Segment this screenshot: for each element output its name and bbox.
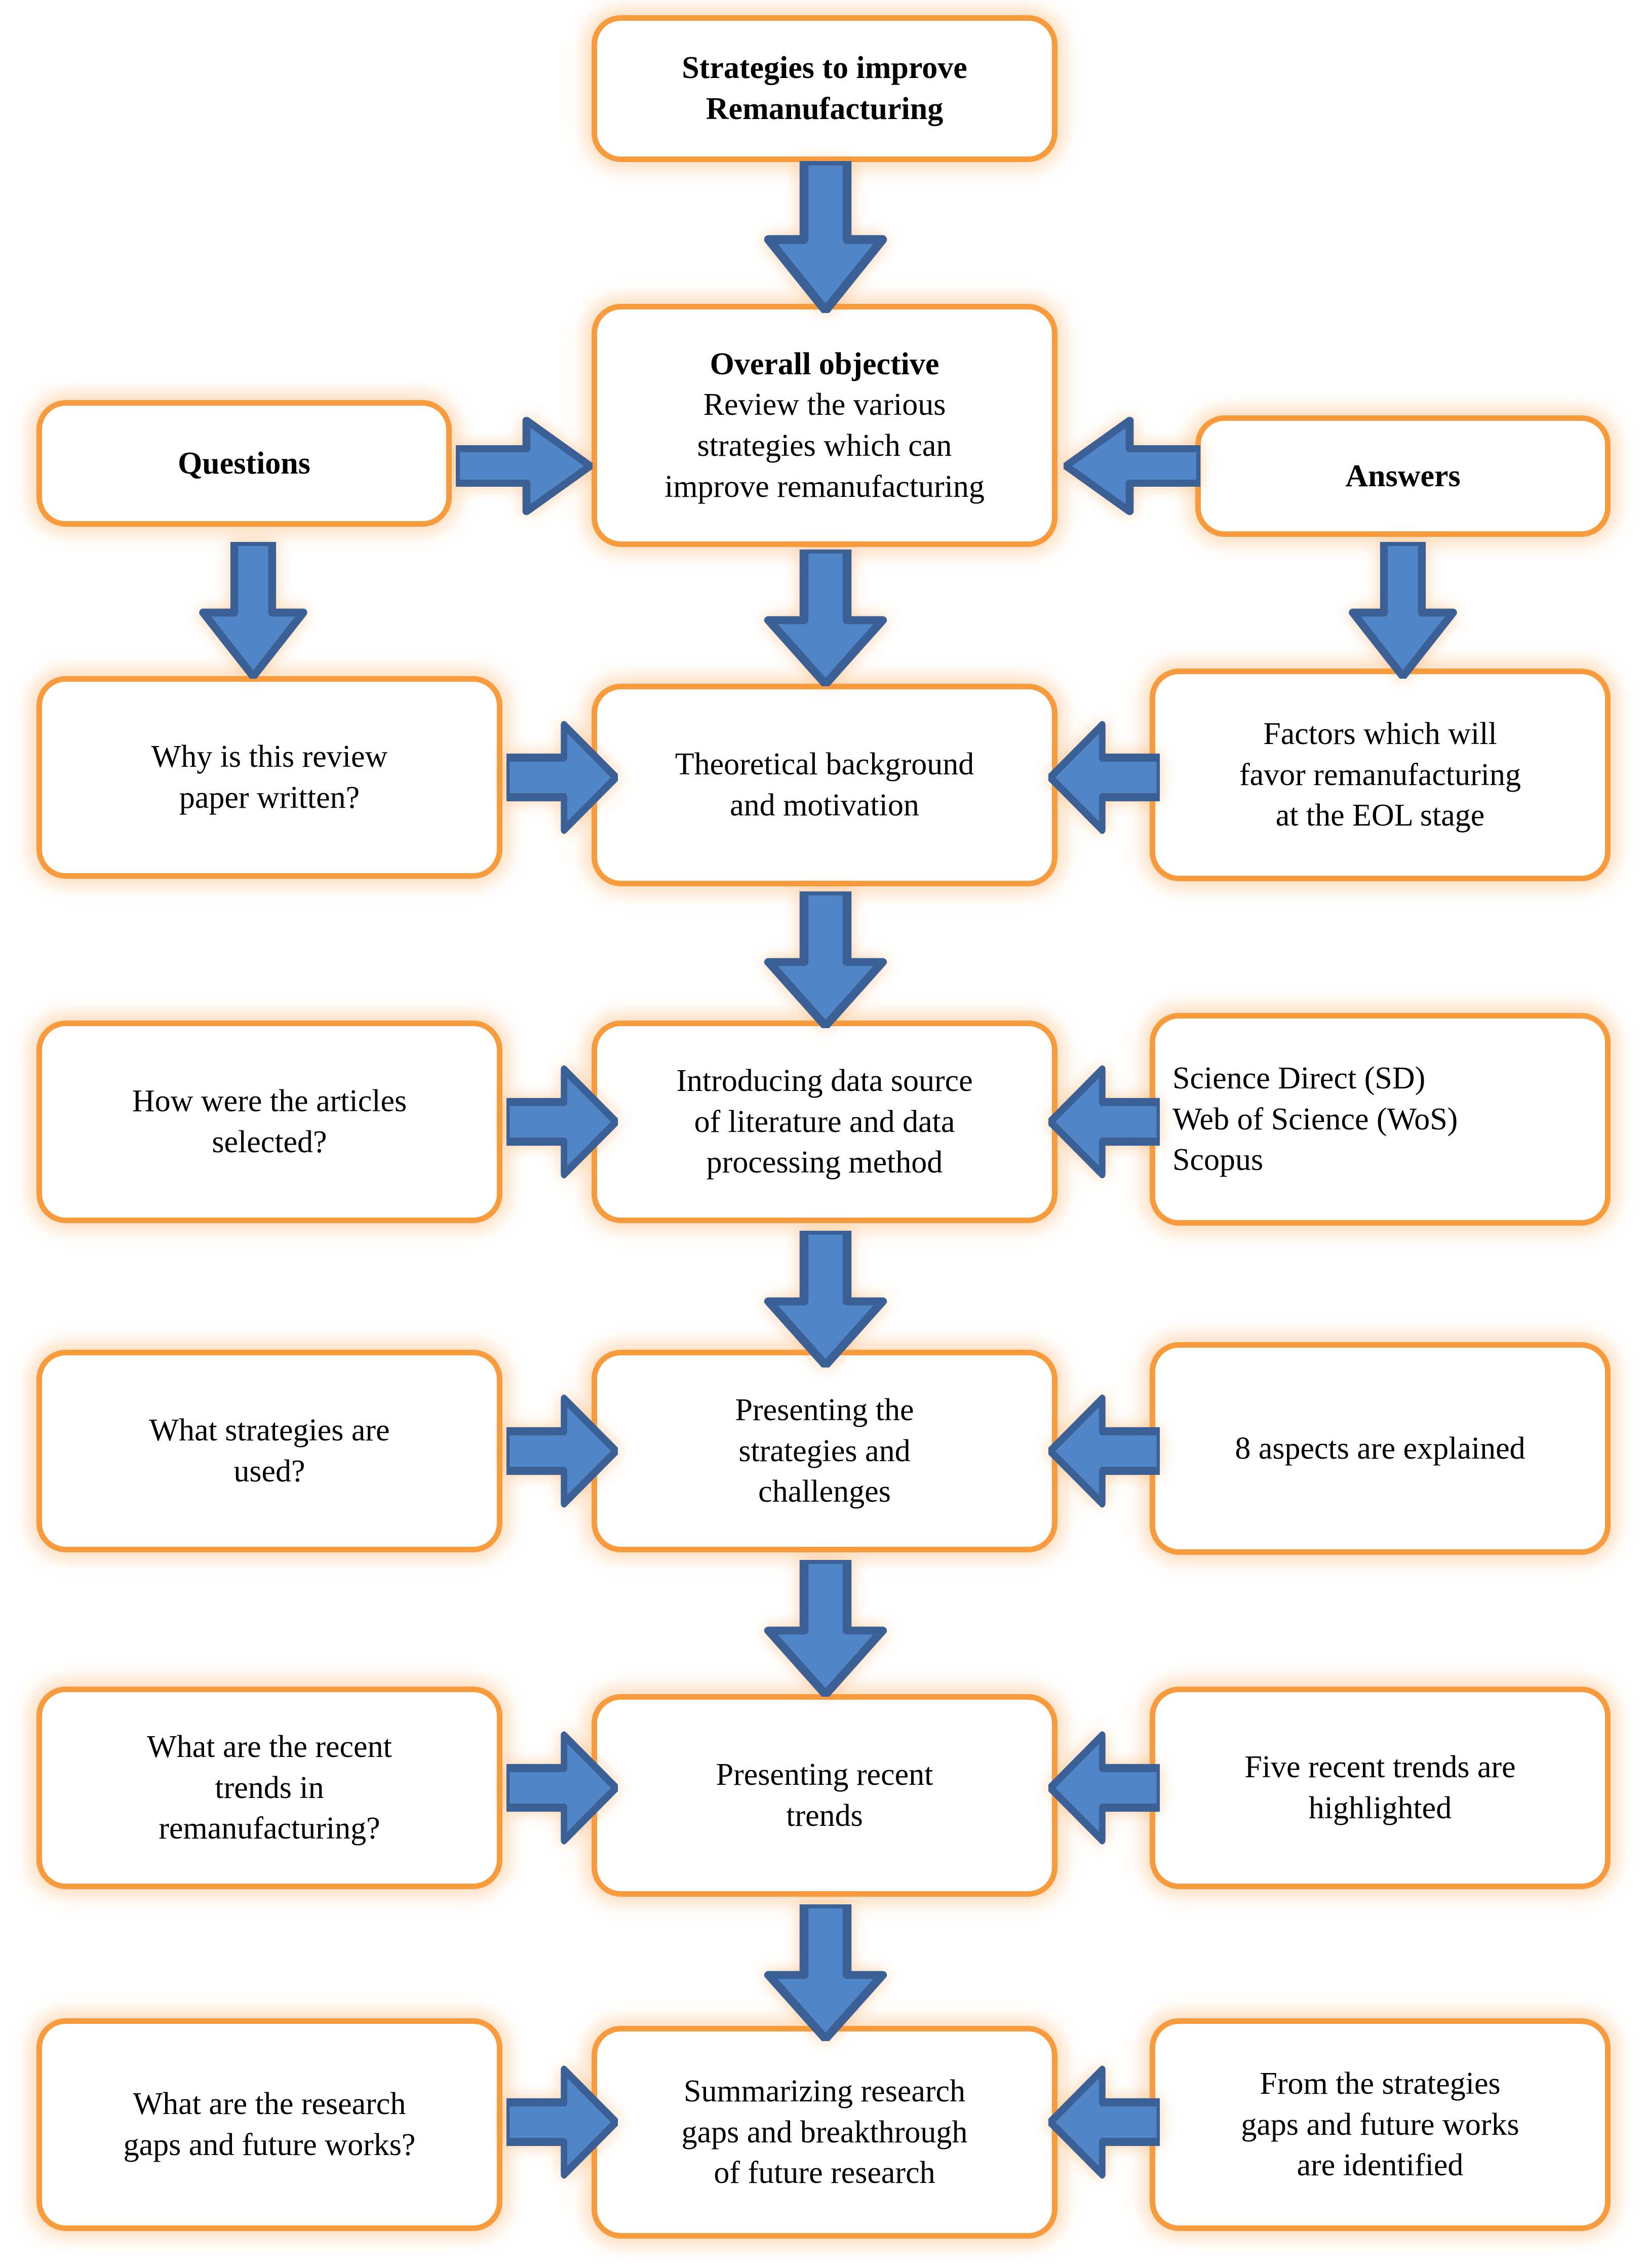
arrow-row1-to-row2	[762, 891, 889, 1028]
node-answers-text: Answers	[1345, 458, 1461, 493]
arrow-row4-question-to-center	[506, 1730, 618, 1846]
arrow-row4-answer-to-center	[1048, 1730, 1160, 1846]
node-answer-recent-trends: Five recent trends are highlighted	[1150, 1687, 1611, 1889]
node-center-strategies-challenges: Presenting the strategies and challenges	[592, 1350, 1058, 1552]
node-center-data-source: Introducing data source of literature an…	[592, 1021, 1058, 1223]
node-answer-text: From the strategies gaps and future work…	[1241, 2066, 1519, 2183]
node-answer-data-source: Science Direct (SD) Web of Science (WoS)…	[1150, 1013, 1611, 1226]
node-questions: Questions	[36, 400, 452, 527]
arrow-row5-question-to-center	[506, 2064, 618, 2180]
node-center-text: Summarizing research gaps and breakthrou…	[681, 2074, 968, 2191]
node-answer-text: Science Direct (SD) Web of Science (WoS)…	[1172, 1061, 1458, 1178]
node-overall-objective-heading: Overall objective	[710, 346, 939, 381]
arrow-row4-to-row5	[762, 1904, 889, 2041]
node-question-data-source: How were the articles selected?	[36, 1021, 502, 1223]
node-center-theoretical-background: Theoretical background and motivation	[592, 684, 1058, 886]
node-center-text: Theoretical background and motivation	[675, 747, 974, 823]
node-question-text: Why is this review paper written?	[151, 739, 388, 815]
node-question-research-gaps: What are the research gaps and future wo…	[36, 2018, 502, 2231]
node-answers: Answers	[1195, 415, 1611, 537]
arrow-questions-to-objective	[456, 415, 593, 517]
arrow-row3-to-row4	[762, 1560, 889, 1697]
arrow-row3-question-to-center	[506, 1393, 618, 1509]
arrow-row1-question-to-center	[506, 719, 618, 836]
node-question-text: What are the research gaps and future wo…	[123, 2087, 416, 2162]
node-answer-theoretical-background: Factors which will favor remanufacturing…	[1150, 669, 1611, 881]
node-center-text: Presenting the strategies and challenges	[735, 1393, 914, 1509]
node-questions-text: Questions	[178, 446, 310, 481]
arrow-row1-answer-to-center	[1048, 719, 1160, 836]
node-answer-research-gaps: From the strategies gaps and future work…	[1150, 2018, 1611, 2231]
arrow-row2-question-to-center	[506, 1064, 618, 1180]
node-center-text: Presenting recent trends	[716, 1757, 933, 1833]
node-center-recent-trends: Presenting recent trends	[592, 1694, 1058, 1897]
node-question-text: What are the recent trends in remanufact…	[147, 1730, 392, 1846]
arrow-row2-to-row3	[762, 1231, 889, 1367]
node-answer-text: Five recent trends are highlighted	[1244, 1750, 1516, 1825]
node-answer-text: Factors which will favor remanufacturing…	[1239, 717, 1521, 833]
arrow-objective-down	[762, 550, 889, 686]
arrow-answers-to-objective	[1064, 415, 1200, 517]
node-title-text: Strategies to improve Remanufacturing	[682, 51, 967, 126]
node-answer-strategies-challenges: 8 aspects are explained	[1150, 1342, 1611, 1555]
node-question-theoretical-background: Why is this review paper written?	[36, 676, 502, 879]
node-overall-objective: Overall objective Review the various str…	[592, 304, 1058, 547]
arrow-questions-down	[198, 542, 309, 679]
node-center-text: Introducing data source of literature an…	[676, 1064, 973, 1180]
arrow-answers-down	[1347, 542, 1459, 679]
node-question-text: How were the articles selected?	[132, 1084, 407, 1159]
node-answer-text: 8 aspects are explained	[1235, 1431, 1525, 1466]
node-question-recent-trends: What are the recent trends in remanufact…	[36, 1687, 502, 1889]
arrow-row5-answer-to-center	[1048, 2064, 1160, 2180]
node-overall-objective-body: Review the various strategies which can …	[664, 387, 985, 504]
node-question-strategies-challenges: What strategies are used?	[36, 1350, 502, 1552]
node-question-text: What strategies are used?	[149, 1413, 390, 1489]
node-center-research-gaps: Summarizing research gaps and breakthrou…	[592, 2026, 1058, 2239]
arrow-title-to-objective	[762, 161, 889, 313]
arrow-row3-answer-to-center	[1048, 1393, 1160, 1509]
node-title: Strategies to improve Remanufacturing	[592, 15, 1058, 162]
arrow-row2-answer-to-center	[1048, 1064, 1160, 1180]
